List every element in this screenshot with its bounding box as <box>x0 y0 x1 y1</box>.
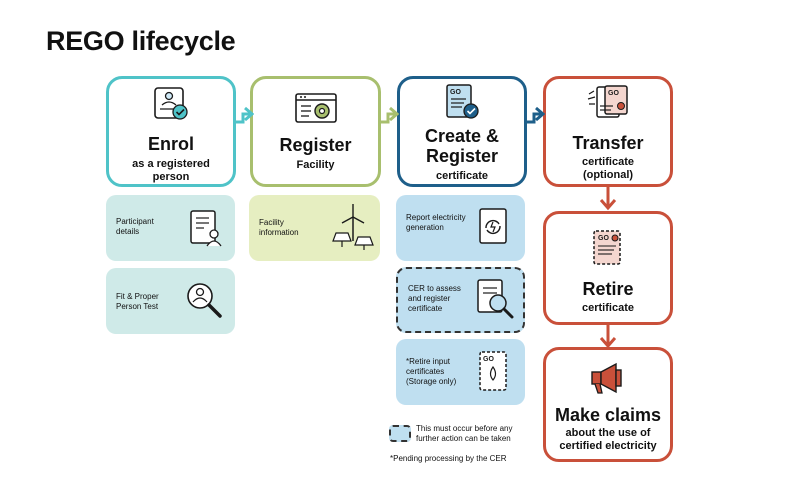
go-certificate-check-icon: GO <box>446 84 479 119</box>
stage-transfer: GO Transfer certificate (optional) <box>543 76 673 187</box>
svg-text:GO: GO <box>483 356 494 363</box>
id-card-check-icon <box>154 87 188 120</box>
stage-register-name: Register <box>279 135 352 155</box>
settings-window-icon <box>294 93 337 123</box>
card-facility-text: Facility information <box>259 218 299 237</box>
stage-create-register: GO Create & Register certificate <box>397 76 527 187</box>
page-title: REGO lifecycle <box>46 26 236 56</box>
go-certificate-transfer-icon: GO <box>587 85 628 118</box>
stage-retire: GO Retire certificate <box>543 211 673 325</box>
stage-create-name: Create & Register <box>424 126 500 166</box>
go-certificate-retired-icon: GO <box>593 230 621 265</box>
stage-make-claims: Make claims about the use of certified e… <box>543 347 673 462</box>
card-fit-proper: Fit & Proper Person Test <box>106 268 235 334</box>
footnote: *Pending processing by the CER <box>390 454 507 463</box>
card-cer-text: CER to assess and register certificate <box>408 284 461 313</box>
card-retire-input: *Retire input certificates (Storage only… <box>396 339 525 405</box>
magnifier-person-icon <box>187 283 222 318</box>
stage-retire-name: Retire <box>582 279 634 299</box>
stage-create-sub: certificate <box>436 170 488 182</box>
arrow-enrol-to-register <box>236 106 254 124</box>
card-cer-assess: CER to assess and register certificate <box>396 267 525 333</box>
stage-register: Register Facility <box>250 76 381 187</box>
card-fitproper-text: Fit & Proper Person Test <box>116 292 159 311</box>
stage-transfer-name: Transfer <box>572 133 644 153</box>
stage-enrol-name: Enrol <box>147 134 194 154</box>
document-search-icon <box>477 279 514 319</box>
stage-register-sub: Facility <box>296 159 335 171</box>
legend-dashed-swatch <box>389 425 411 442</box>
arrow-retire-to-claims <box>599 325 617 349</box>
card-report-generation: Report electricity generation <box>396 195 525 261</box>
wind-solar-icon <box>332 204 374 250</box>
stage-claims-name: Make claims <box>554 405 662 425</box>
arrow-register-to-create <box>381 106 399 124</box>
stage-claims-sub: about the use of certified electricity <box>559 427 657 452</box>
document-refresh-icon <box>479 208 507 244</box>
svg-text:GO: GO <box>598 235 609 242</box>
stage-retire-sub: certificate <box>582 302 634 314</box>
svg-text:GO: GO <box>450 89 461 96</box>
card-report-text: Report electricity generation <box>406 213 466 232</box>
svg-text:GO: GO <box>608 90 619 97</box>
go-document-drop-icon: GO <box>479 351 507 391</box>
stage-enrol: Enrol as a registered person <box>106 76 236 187</box>
stage-enrol-sub: as a registered person <box>132 158 210 183</box>
card-retire-input-text: *Retire input certificates (Storage only… <box>406 357 457 386</box>
megaphone-icon <box>591 362 622 394</box>
legend-text: This must occur before any further actio… <box>416 424 513 443</box>
arrow-create-to-transfer <box>527 106 545 124</box>
card-facility-information: Facility information <box>249 195 380 261</box>
arrow-transfer-to-retire <box>599 187 617 211</box>
card-participant-text: Participant details <box>116 217 154 236</box>
card-participant-details: Participant details <box>106 195 235 261</box>
stage-transfer-sub: certificate (optional) <box>582 156 634 181</box>
form-person-icon <box>190 210 222 247</box>
